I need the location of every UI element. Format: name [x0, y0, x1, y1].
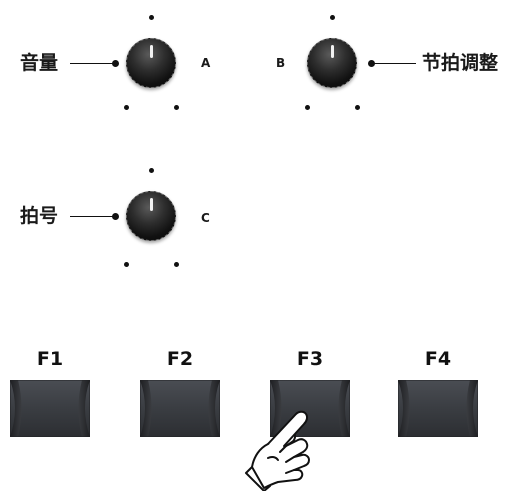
beat-knob-pointer	[150, 198, 153, 211]
tempo-knob[interactable]	[307, 38, 357, 88]
tempo-knob-pointer	[331, 45, 334, 58]
tempo-leader-dot	[368, 60, 375, 67]
beat-min-dot	[124, 262, 129, 267]
f1-key[interactable]	[10, 380, 90, 437]
tempo-min-dot	[305, 105, 310, 110]
tempo-leader-line	[374, 63, 416, 64]
tempo-max-dot	[330, 15, 335, 20]
volume-knob[interactable]	[126, 38, 176, 88]
volume-knob-label: 音量	[20, 52, 59, 74]
f1-key-label: F1	[36, 348, 64, 370]
f2-key[interactable]	[140, 380, 220, 437]
beat-knob-marker: C	[201, 211, 210, 225]
volume-mid-dot	[174, 105, 179, 110]
beat-max-dot	[149, 168, 154, 173]
beat-knob[interactable]	[126, 191, 176, 241]
f4-key-label: F4	[424, 348, 452, 370]
f4-key[interactable]	[398, 380, 478, 437]
f2-key-label: F2	[166, 348, 194, 370]
beat-leader-line	[70, 216, 114, 217]
volume-knob-pointer	[150, 45, 153, 58]
volume-max-dot	[149, 15, 154, 20]
volume-leader-line	[70, 63, 114, 64]
tempo-mid-dot	[355, 105, 360, 110]
beat-leader-dot	[112, 213, 119, 220]
volume-min-dot	[124, 105, 129, 110]
beat-mid-dot	[174, 262, 179, 267]
tempo-knob-label: 节拍调整	[422, 52, 499, 74]
f3-key-label: F3	[296, 348, 324, 370]
tempo-knob-marker: B	[276, 56, 286, 70]
beat-knob-label: 拍号	[20, 205, 59, 227]
volume-knob-marker: A	[201, 56, 211, 70]
volume-leader-dot	[112, 60, 119, 67]
pointing-hand-icon	[245, 410, 310, 491]
